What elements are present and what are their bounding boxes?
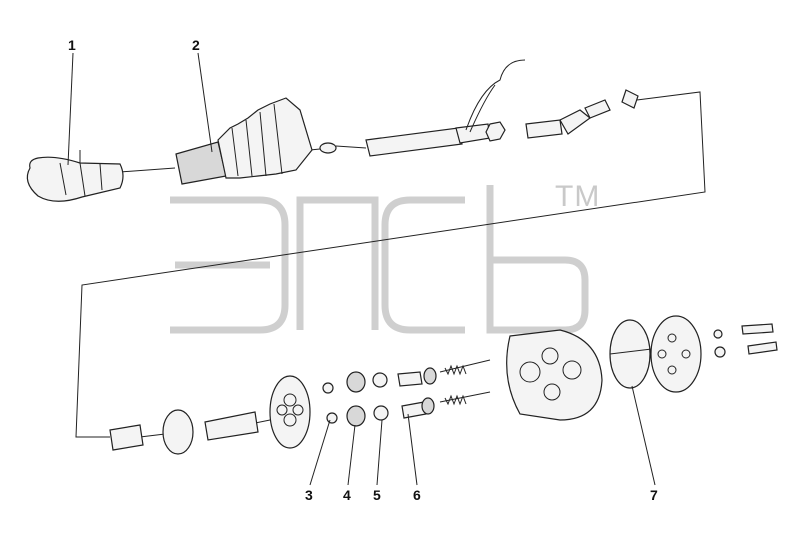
callout-label-4: 4 [343,487,351,503]
callout-label-7: 7 [650,487,658,503]
callout-leaders [67,52,656,486]
watermark-logo [170,185,589,334]
callout-label-1: 1 [68,37,76,53]
callout-label-2: 2 [192,37,200,53]
rubber-boot [175,97,313,185]
valve-body [506,329,603,421]
end-fasteners [713,323,778,358]
trademark-symbol: TM [555,180,601,213]
switch-cable-assembly [319,59,639,157]
callout-label-6: 6 [413,487,421,503]
flange-assembly [609,315,702,393]
seals-and-plungers [322,359,491,427]
callout-label-3: 3 [305,487,313,503]
cover-plate [269,375,311,449]
callout-label-5: 5 [373,487,381,503]
handle-grip [26,150,124,202]
lower-linkage-parts [109,409,259,455]
